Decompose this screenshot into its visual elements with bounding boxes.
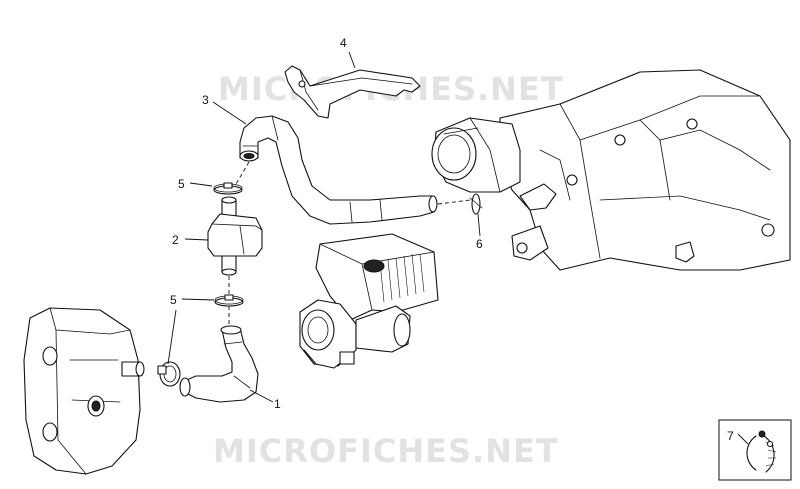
callout-5-upper: 5: [178, 177, 185, 191]
part-5-upper-clamp[interactable]: [213, 182, 243, 195]
part-5-hose-end-clamp[interactable]: [157, 361, 181, 387]
callout-6: 6: [476, 237, 483, 251]
cylinder-head-cover: [23, 307, 145, 475]
callout-1: 1: [274, 397, 281, 411]
part-7-inset[interactable]: [718, 419, 792, 481]
intake-duct: [431, 117, 521, 193]
callout-2: 2: [172, 233, 179, 247]
part-5-lower-clamp[interactable]: [214, 294, 244, 307]
part-3-breather-hose[interactable]: [239, 115, 438, 225]
part-1-lower-hose[interactable]: [179, 325, 259, 403]
part-6-clamp[interactable]: [469, 193, 483, 215]
callout-3: 3: [202, 93, 209, 107]
callout-7: 7: [727, 429, 734, 443]
airbox: [499, 69, 791, 271]
callout-5-lower: 5: [170, 293, 177, 307]
throttle-body: [299, 233, 439, 369]
watermark-bottom: MICROFICHES.NET: [213, 432, 559, 470]
callout-4: 4: [340, 36, 347, 50]
part-2-oil-separator[interactable]: [207, 196, 263, 276]
part-4-bracket[interactable]: [284, 65, 421, 119]
